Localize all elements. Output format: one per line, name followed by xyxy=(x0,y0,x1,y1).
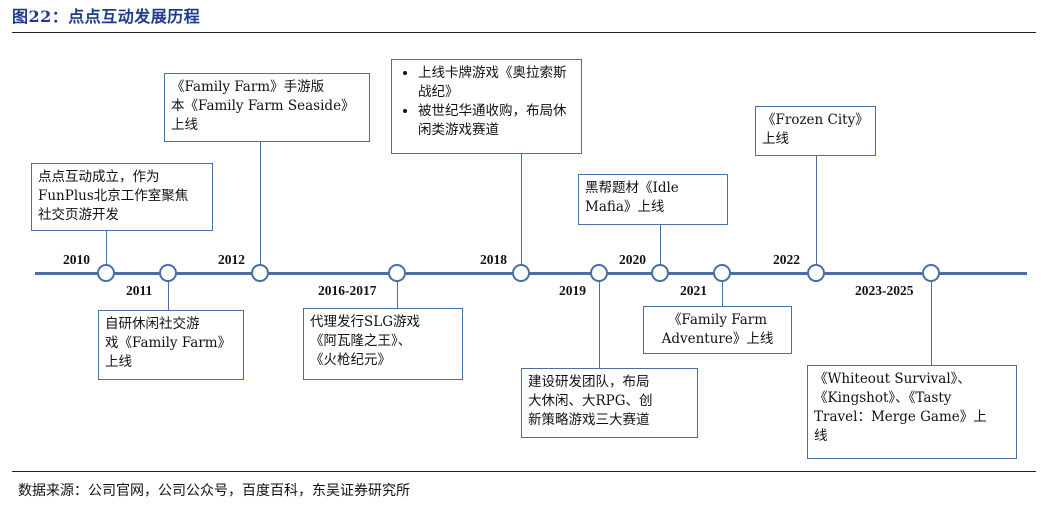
node-2021 xyxy=(713,264,731,282)
event-line: 《火枪纪元》 xyxy=(310,352,391,368)
event-line: 《Family Farm》手游版 xyxy=(171,79,325,95)
event-box-2011: 自研休闲社交游 戏《Family Farm》 上线 xyxy=(98,310,244,380)
year-2019: 2019 xyxy=(559,283,586,298)
connector-2023 xyxy=(931,280,932,365)
event-line: 上线 xyxy=(105,354,132,370)
event-line: 大休闲、大RPG、创 xyxy=(528,393,653,409)
event-line: Adventure》上线 xyxy=(661,331,774,347)
event-box-2012: 《Family Farm》手游版 本《Family Farm Seaside》 … xyxy=(164,73,370,142)
event-line: 自研休闲社交游 xyxy=(105,316,200,332)
bottom-rule xyxy=(12,471,1036,472)
timeline-axis xyxy=(35,272,1027,275)
year-2023-2025: 2023-2025 xyxy=(855,283,914,298)
connector-2016 xyxy=(397,280,398,308)
year-2016-2017: 2016-2017 xyxy=(318,283,377,298)
connector-2021 xyxy=(722,280,723,306)
event-line: 上线 xyxy=(762,131,789,147)
event-box-2023-2025: 《Whiteout Survival》、 《Kingshot》、《Tasty T… xyxy=(807,365,1017,459)
connector-2011 xyxy=(168,280,169,310)
year-2020: 2020 xyxy=(619,252,646,267)
event-box-2010: 点点互动成立，作为 FunPlus北京工作室聚焦 社交页游开发 xyxy=(31,163,213,231)
node-2022 xyxy=(807,264,825,282)
year-2012: 2012 xyxy=(218,252,245,267)
event-bullet: 上线卡牌游戏《奥拉索斯战纪》 xyxy=(418,64,571,102)
node-2018 xyxy=(512,264,530,282)
event-line: 建设研发团队，布局 xyxy=(528,374,650,390)
event-line: 社交页游开发 xyxy=(38,207,119,223)
event-line: 线 xyxy=(814,428,828,444)
connector-2018 xyxy=(521,154,522,265)
event-line: 《阿瓦隆之王》、 xyxy=(310,333,412,349)
node-2020 xyxy=(651,264,669,282)
event-line: FunPlus北京工作室聚焦 xyxy=(38,188,189,204)
event-bullet: 被世纪华通收购，布局休闲类游戏赛道 xyxy=(418,102,571,140)
connector-2010 xyxy=(106,230,107,265)
event-line: 上线 xyxy=(171,117,198,133)
event-line: 代理发行SLG游戏 xyxy=(310,314,420,330)
connector-2012 xyxy=(260,142,261,265)
year-2022: 2022 xyxy=(773,252,800,267)
node-2010 xyxy=(97,264,115,282)
connector-2022 xyxy=(816,156,817,265)
year-2010: 2010 xyxy=(63,252,90,267)
event-line: 点点互动成立，作为 xyxy=(38,169,160,185)
event-box-2018: 上线卡牌游戏《奥拉索斯战纪》 被世纪华通收购，布局休闲类游戏赛道 xyxy=(391,59,582,154)
event-line: 黑帮题材《Idle xyxy=(585,180,679,196)
figure-title: 图22：点点互动发展历程 xyxy=(12,7,201,26)
top-rule xyxy=(12,32,1036,33)
year-2021: 2021 xyxy=(680,283,707,298)
connector-2020 xyxy=(660,225,661,265)
event-box-2020: 黑帮题材《Idle Mafia》上线 xyxy=(578,174,728,225)
year-2011: 2011 xyxy=(126,283,153,298)
node-2011 xyxy=(159,264,177,282)
event-box-2016-2017: 代理发行SLG游戏 《阿瓦隆之王》、 《火枪纪元》 xyxy=(303,308,463,380)
event-line: 《Whiteout Survival》、 xyxy=(814,371,971,387)
event-line: Mafia》上线 xyxy=(585,199,665,215)
node-2019 xyxy=(590,264,608,282)
event-line: 《Kingshot》、《Tasty xyxy=(814,390,952,406)
year-2018: 2018 xyxy=(480,252,507,267)
connector-2019 xyxy=(599,280,600,368)
event-line: 《Frozen City》 xyxy=(762,112,869,128)
source-note: 数据来源：公司官网，公司公众号，百度百科，东吴证券研究所 xyxy=(18,483,410,499)
event-line: 《Family Farm xyxy=(667,312,768,328)
event-box-2019: 建设研发团队，布局 大休闲、大RPG、创 新策略游戏三大赛道 xyxy=(521,368,698,438)
event-line: 戏《Family Farm》 xyxy=(105,335,232,351)
node-2023 xyxy=(922,264,940,282)
node-2012 xyxy=(251,264,269,282)
event-box-2022: 《Frozen City》 上线 xyxy=(755,106,876,156)
event-box-2021: 《Family Farm Adventure》上线 xyxy=(643,306,792,354)
event-line: 本《Family Farm Seaside》 xyxy=(171,98,355,114)
event-bullet-list: 上线卡牌游戏《奥拉索斯战纪》 被世纪华通收购，布局休闲类游戏赛道 xyxy=(396,64,571,140)
node-2016 xyxy=(388,264,406,282)
event-line: 新策略游戏三大赛道 xyxy=(528,412,650,428)
event-line: Travel：Merge Game》上 xyxy=(814,409,987,425)
